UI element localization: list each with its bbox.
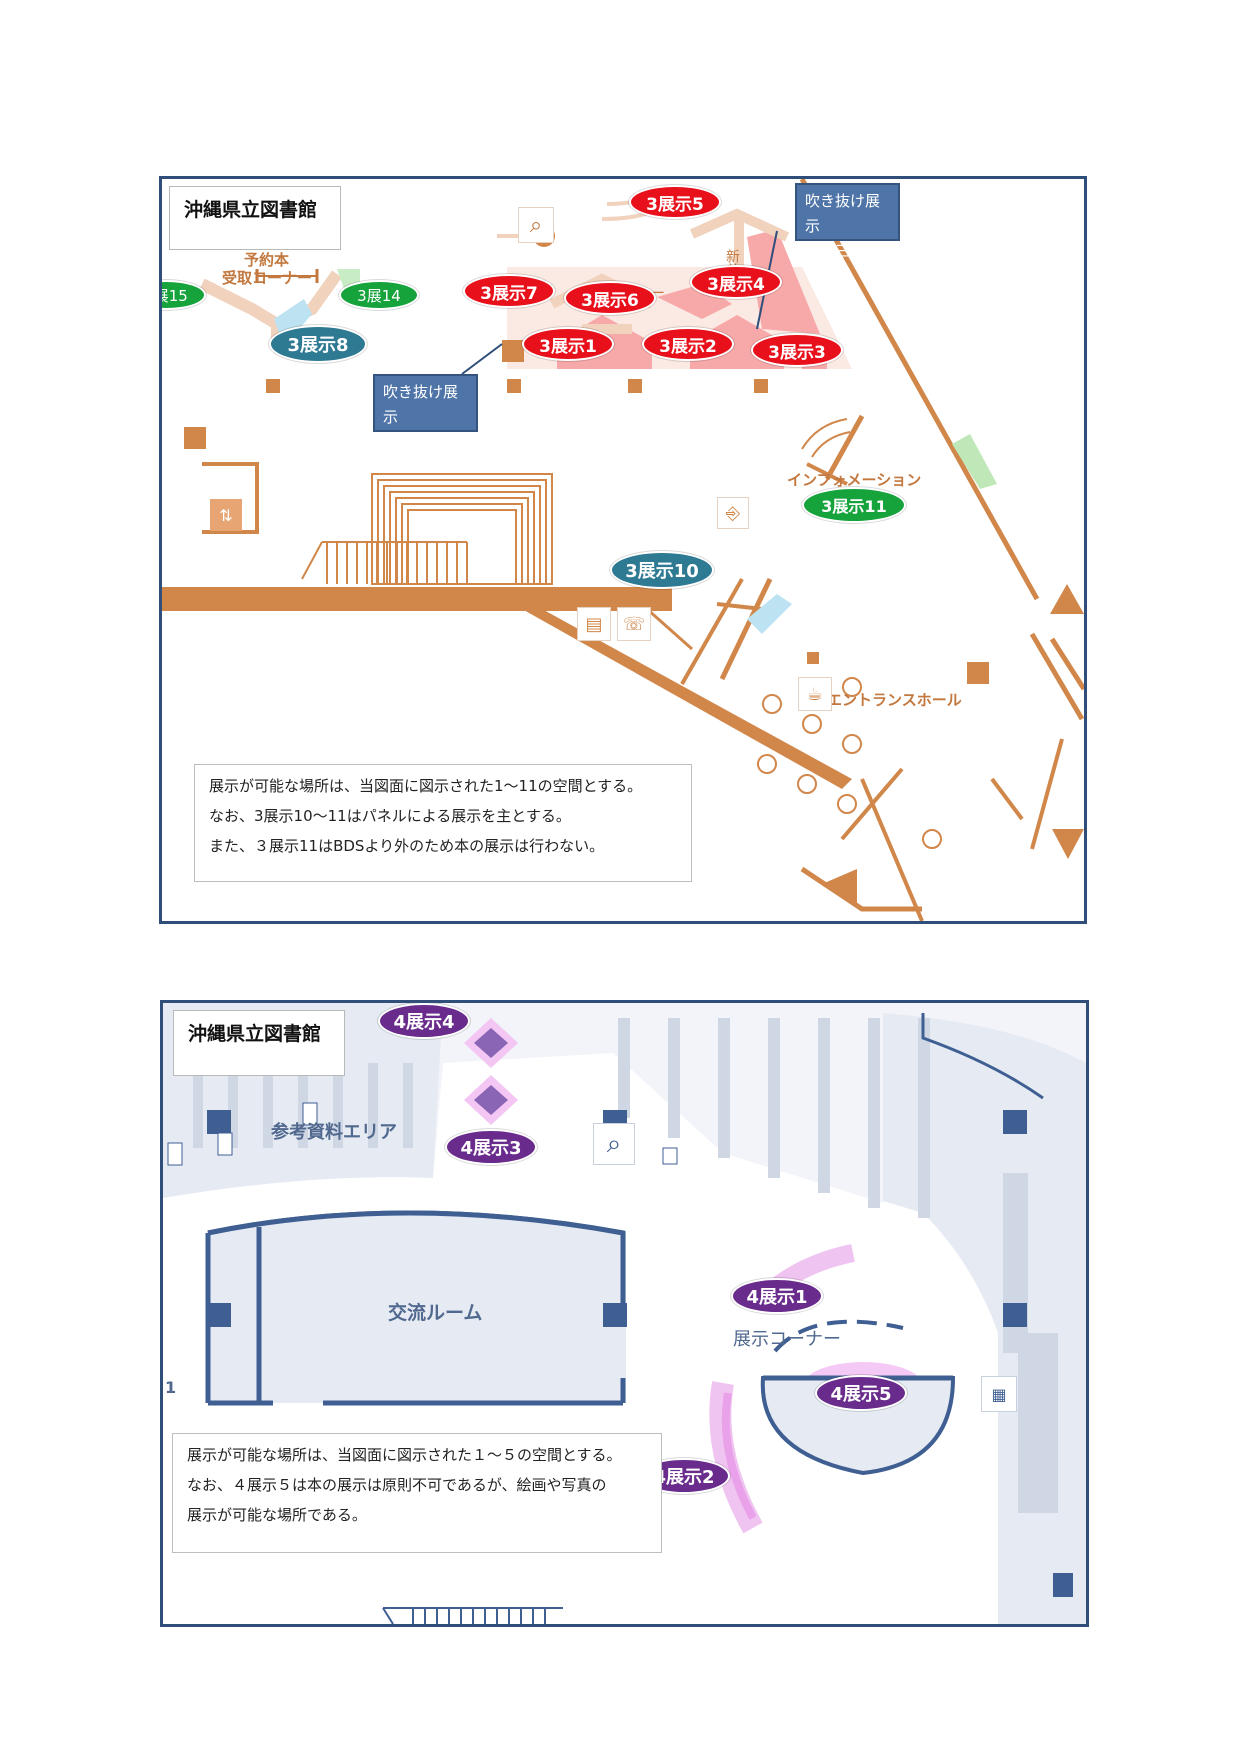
marker-3e4: 3展示4 <box>690 265 782 299</box>
pillar-callout-line1: 吹き抜け展示 <box>383 383 459 426</box>
phone-icon: ☏ <box>617 607 651 641</box>
marker-4e3: 4展示3 <box>445 1129 537 1165</box>
three-way-callout-line1: 吹き抜け展示 <box>805 192 881 235</box>
zone-3e11 <box>952 434 997 489</box>
floor4-title-box: 沖縄県立図書館 <box>173 1010 345 1076</box>
floor4-map-panel: 沖縄県立図書館 参考資料エリア 交流ルーム 展示コーナー 1 ⌕ ▦ 4展示4 … <box>160 1000 1089 1627</box>
reserve-label-2: 受取コーナー <box>222 269 313 287</box>
reference-area-label: 参考資料エリア <box>271 1122 397 1143</box>
floor4-title: 沖縄県立図書館 <box>188 1023 322 1045</box>
floor3-note-line1: 展示が可能な場所は、当図面に図示された1～11の空間とする。 <box>209 777 643 795</box>
floor3-note-line2: なお、3展示10～11はパネルによる展示を主とする。 <box>209 807 571 825</box>
marker-3e10: 3展示10 <box>610 551 714 589</box>
marker-4e5: 4展示5 <box>815 1375 907 1411</box>
exchange-room-label: 交流ルーム <box>388 1302 483 1324</box>
floor4-note-line2: なお、４展示５は本の展示は原則不可であるが、絵画や写真の <box>187 1476 607 1494</box>
search-terminal-icon: ⌕ <box>518 207 554 243</box>
marker-3e1: 3展示1 <box>522 327 614 361</box>
marker-3e3: 3展示3 <box>751 333 843 367</box>
marker-3e5: 3展示5 <box>629 185 721 219</box>
emergency-exit-icon: ⎆ <box>717 497 749 529</box>
food-drink-icon: ☕ <box>798 677 832 711</box>
reserve-label-1: 予約本 <box>244 251 290 269</box>
floor3-note: 展示が可能な場所は、当図面に図示された1～11の空間とする。 なお、3展示10～… <box>194 764 692 882</box>
terminal-icon-4f: ▦ <box>981 1376 1017 1412</box>
marker-4e4: 4展示4 <box>378 1003 470 1039</box>
floor3-map-panel: 沖縄県立図書館 予約本 受取コーナー 展示コーナー 新着本 インフォメーション … <box>159 176 1087 924</box>
marker-3e6: 3展示6 <box>564 281 656 315</box>
elevator-icon: ⇅ <box>210 499 242 531</box>
pillar-callout-line2: 架（柱巻き） <box>383 433 474 451</box>
floor3-note-line3: また、３展示11はBDSより外のため本の展示は行わない。 <box>209 837 605 855</box>
floor3-title: 沖縄県立図書館 <box>184 199 318 221</box>
entrance-hall-label: エントランスホール <box>827 691 962 709</box>
marker-3e14: 3展14 <box>339 280 419 310</box>
zone-3e10 <box>747 594 792 634</box>
floor4-note-line3: 展示が可能な場所である。 <box>187 1506 367 1524</box>
exhibit-corner-label-4f: 展示コーナー <box>733 1329 841 1350</box>
marker-3e2: 3展示2 <box>642 327 734 361</box>
floor4-note-line1: 展示が可能な場所は、当図面に図示された１～５の空間とする。 <box>187 1446 622 1464</box>
marker-4e1: 4展示1 <box>731 1278 823 1314</box>
three-way-shelf-callout: 吹き抜け展示 架（三つ叉） <box>795 183 900 260</box>
pillar-shelf-callout: 吹き抜け展示 架（柱巻き） <box>373 374 478 451</box>
information-label: インフォメーション <box>787 471 922 489</box>
marker-3e7: 3展示7 <box>463 274 555 308</box>
marker-3e8: 3展示8 <box>269 325 367 363</box>
marker-3e11: 3展示11 <box>802 487 906 523</box>
search-terminal-icon-4f: ⌕ <box>593 1123 635 1165</box>
floor4-note: 展示が可能な場所は、当図面に図示された１～５の空間とする。 なお、４展示５は本の… <box>172 1433 662 1553</box>
floor3-title-box: 沖縄県立図書館 <box>169 186 341 250</box>
locker-icon: ▤ <box>577 607 611 641</box>
three-way-callout-line2: 架（三つ叉） <box>805 242 896 260</box>
edge-mark-label: 1 <box>165 1378 177 1397</box>
